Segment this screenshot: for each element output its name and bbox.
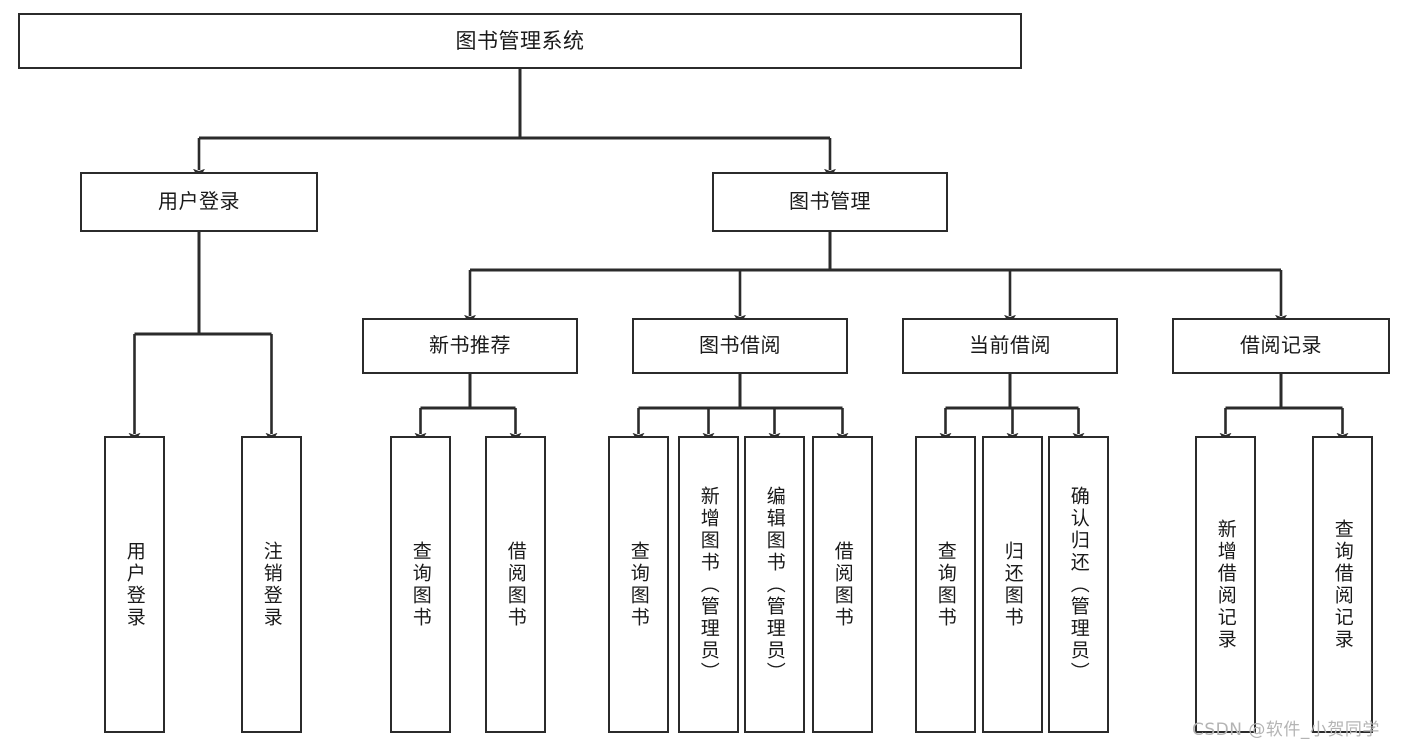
node-leaf-8[interactable]: 借阅图书 xyxy=(812,436,873,733)
node-borrow[interactable]: 图书借阅 xyxy=(632,318,848,374)
node-label: 借阅图书 xyxy=(504,540,527,629)
node-label: 注销登录 xyxy=(260,540,283,629)
node-current[interactable]: 当前借阅 xyxy=(902,318,1118,374)
node-label: 借阅图书 xyxy=(831,540,854,629)
node-label: 查询图书 xyxy=(627,540,650,629)
node-leaf-13[interactable]: 查询借阅记录 xyxy=(1312,436,1373,733)
node-root[interactable]: 图书管理系统 xyxy=(18,13,1022,69)
node-label: 查询借阅记录 xyxy=(1331,518,1354,651)
node-label: 当前借阅 xyxy=(969,333,1051,358)
node-label: 查询图书 xyxy=(934,540,957,629)
node-label: 新增借阅记录 xyxy=(1214,518,1237,651)
node-label: 新增图书（管理员） xyxy=(697,485,720,684)
node-label: 确认归还（管理员） xyxy=(1067,485,1090,684)
node-leaf-9[interactable]: 查询图书 xyxy=(915,436,976,733)
node-login[interactable]: 用户登录 xyxy=(80,172,318,232)
node-leaf-10[interactable]: 归还图书 xyxy=(982,436,1043,733)
node-leaf-1[interactable]: 用户登录 xyxy=(104,436,165,733)
node-leaf-11[interactable]: 确认归还（管理员） xyxy=(1048,436,1109,733)
node-label: 图书借阅 xyxy=(699,333,781,358)
node-leaf-5[interactable]: 查询图书 xyxy=(608,436,669,733)
node-newbook[interactable]: 新书推荐 xyxy=(362,318,578,374)
edges-group xyxy=(128,69,1349,443)
node-label: 用户登录 xyxy=(123,540,146,629)
node-label: 借阅记录 xyxy=(1240,333,1322,358)
node-record[interactable]: 借阅记录 xyxy=(1172,318,1390,374)
node-label: 归还图书 xyxy=(1001,540,1024,629)
node-leaf-4[interactable]: 借阅图书 xyxy=(485,436,546,733)
node-label: 编辑图书（管理员） xyxy=(763,485,786,684)
node-label: 图书管理 xyxy=(789,189,871,214)
node-leaf-6[interactable]: 新增图书（管理员） xyxy=(678,436,739,733)
node-label: 查询图书 xyxy=(409,540,432,629)
node-leaf-3[interactable]: 查询图书 xyxy=(390,436,451,733)
node-label: 新书推荐 xyxy=(429,333,511,358)
node-leaf-12[interactable]: 新增借阅记录 xyxy=(1195,436,1256,733)
node-label: 图书管理系统 xyxy=(455,28,585,53)
node-bookmgmt[interactable]: 图书管理 xyxy=(712,172,948,232)
node-leaf-2[interactable]: 注销登录 xyxy=(241,436,302,733)
node-leaf-7[interactable]: 编辑图书（管理员） xyxy=(744,436,805,733)
node-label: 用户登录 xyxy=(158,189,240,214)
